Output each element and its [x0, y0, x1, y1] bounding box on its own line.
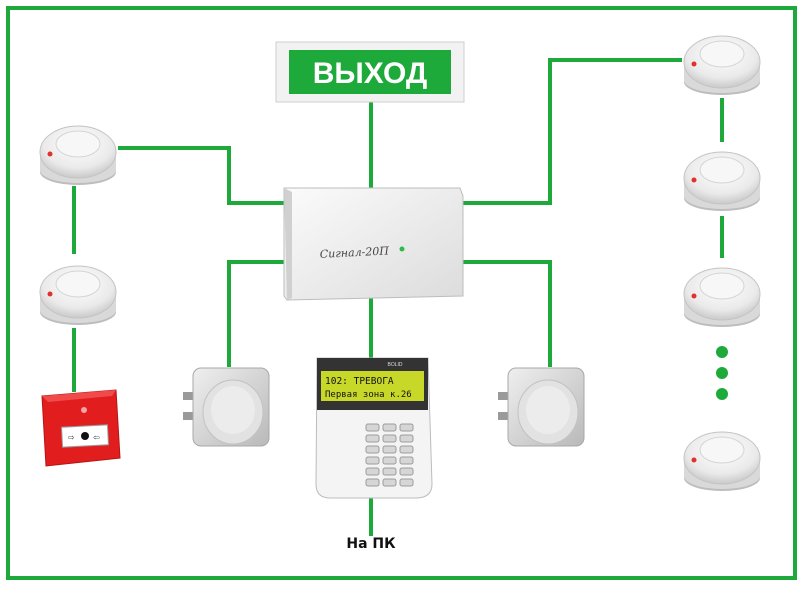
keypad-button	[399, 467, 414, 476]
wiring	[72, 58, 724, 536]
pc-caption: На ПК	[346, 536, 396, 552]
keypad-button	[399, 478, 414, 487]
keypad-brand: BOLID	[387, 362, 402, 368]
left-detector-1	[39, 125, 117, 186]
wire-right-siren	[461, 260, 552, 367]
exit-sign-text: ВЫХОД	[313, 57, 428, 90]
right-detector-4	[683, 431, 761, 492]
keypad-button	[399, 445, 414, 454]
keypad-button	[365, 456, 380, 465]
left-detector-2	[39, 265, 117, 326]
keypad-button	[382, 467, 397, 476]
keypad-button	[365, 434, 380, 443]
diagram-frame	[6, 6, 797, 580]
keypad-button	[382, 478, 397, 487]
lcd-line-1: 102: ТРЕВОГА	[325, 376, 394, 387]
wire-left-siren	[227, 260, 287, 367]
keypad-button	[399, 423, 414, 432]
right-detector-1	[683, 35, 761, 96]
right-detector-3	[683, 267, 761, 328]
exit-sign: ВЫХОД	[275, 41, 465, 103]
svg-text:⇦: ⇦	[93, 433, 100, 442]
svg-text:⇨: ⇨	[68, 433, 75, 442]
keypad-button	[382, 423, 397, 432]
panel-label: Сигнал-20П	[319, 244, 389, 261]
keypad-button	[365, 467, 380, 476]
keypad-button	[382, 456, 397, 465]
keypad-button	[365, 445, 380, 454]
keypad-buttons	[365, 423, 414, 487]
keypad-button	[399, 456, 414, 465]
left-siren	[182, 367, 270, 447]
lcd-line-2: Первая зона к.26	[325, 390, 412, 400]
wire-left-detectors	[118, 146, 287, 205]
control-panel: Сигнал-20П	[283, 187, 464, 301]
wire-right-detectors	[461, 58, 682, 205]
right-detector-2	[683, 151, 761, 212]
manual-call-point: ⇨ ⇦	[41, 389, 121, 467]
keypad: BOLID 102: ТРЕВОГА Первая зона к.26	[315, 357, 433, 499]
keypad-button	[399, 434, 414, 443]
panel-led	[399, 246, 405, 252]
keypad-button	[365, 423, 380, 432]
keypad-button	[382, 434, 397, 443]
ellipsis-dots-icon	[716, 346, 728, 400]
right-siren	[497, 367, 585, 447]
keypad-button	[365, 478, 380, 487]
keypad-button	[382, 445, 397, 454]
